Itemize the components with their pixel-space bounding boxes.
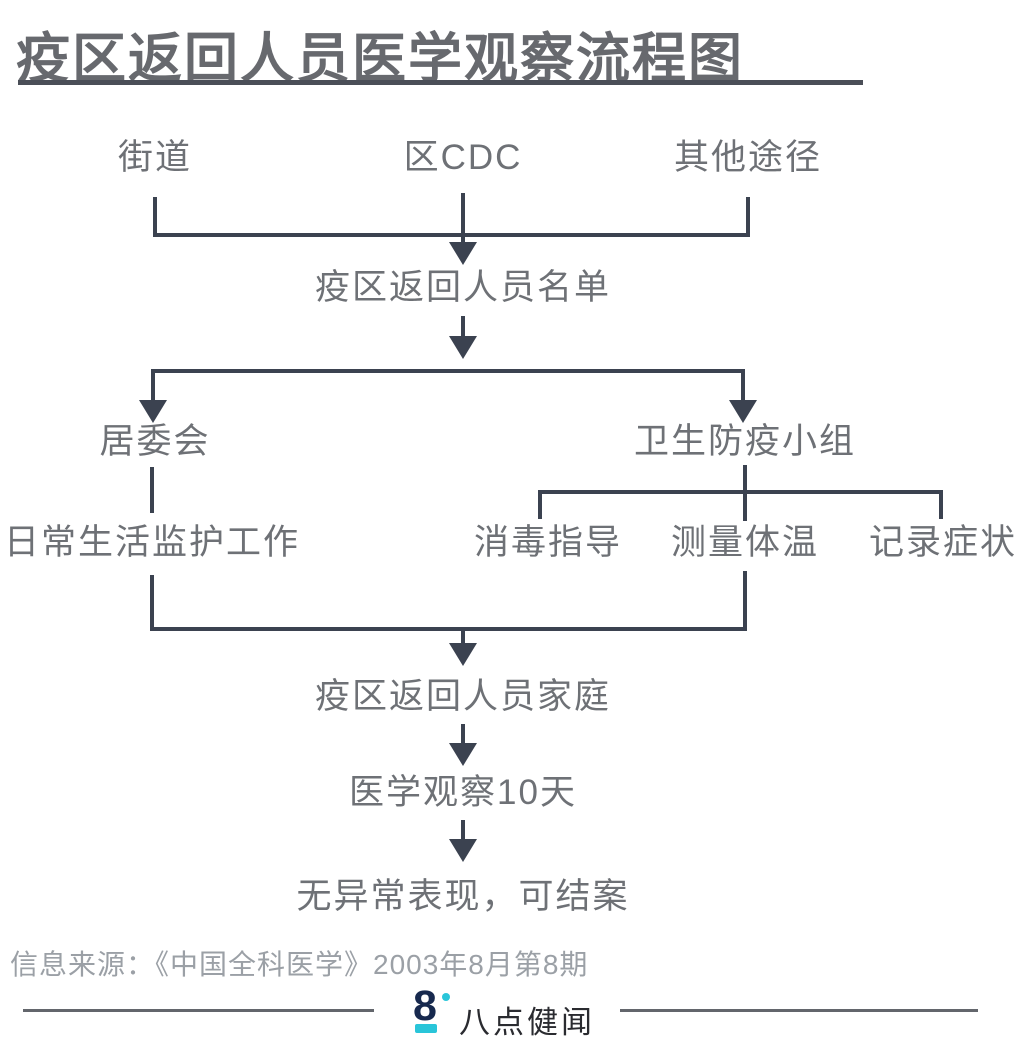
node-task-temperature: 测量体温 (670, 523, 820, 562)
arrow-to-observation-icon (449, 743, 477, 766)
node-closure: 无异常表现，可结案 (296, 877, 630, 916)
connector-team-bracket (538, 490, 943, 519)
footer-divider-right (620, 1009, 978, 1012)
brand-name: 八点健闻 (459, 1005, 595, 1040)
footer-divider-left (23, 1009, 374, 1012)
node-task-symptoms: 记录症状 (868, 523, 1018, 562)
node-returnee-list: 疫区返回人员名单 (314, 268, 612, 307)
arrow-to-team-icon (729, 400, 757, 423)
node-observation: 医学观察10天 (349, 773, 577, 812)
node-other-channels: 其他途径 (673, 138, 823, 177)
node-epidemic-team: 卫生防疫小组 (633, 422, 857, 461)
connector-split-bracket (151, 369, 745, 402)
node-task-disinfect: 消毒指导 (473, 523, 623, 562)
title-underline (18, 80, 863, 85)
node-committee: 居委会 (99, 422, 211, 461)
brand-logo-dot-icon (442, 993, 450, 1001)
arrow-to-list-icon (449, 242, 477, 265)
page-title: 疫区返回人员医学观察流程图 (16, 29, 744, 89)
arrow-to-closure-icon (449, 839, 477, 862)
brand-logo-digit: 8 (413, 982, 437, 1030)
source-note: 信息来源：《中国全科医学》2003年8月第8期 (10, 949, 589, 980)
node-street: 街道 (117, 138, 193, 177)
connector-merge-bracket (150, 571, 747, 631)
node-district-cdc: 区CDC (403, 138, 523, 177)
connector-top-bracket (153, 197, 750, 237)
node-committee-task: 日常生活监护工作 (3, 523, 301, 562)
arrow-to-committee-icon (139, 400, 167, 423)
arrow-to-family-icon (449, 643, 477, 666)
brand-logo-badge-icon (415, 1024, 437, 1033)
node-returnee-family: 疫区返回人员家庭 (314, 677, 612, 716)
arrow-from-list-icon (449, 336, 477, 359)
